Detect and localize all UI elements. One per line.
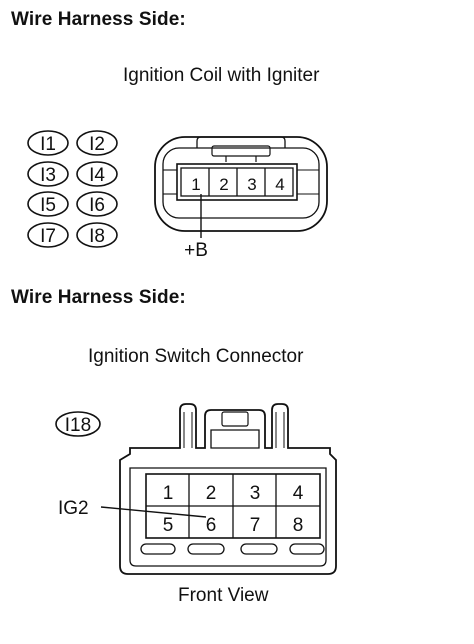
- switch-connector-slot-3: [240, 543, 278, 555]
- coil-connector-inner-housing: [162, 147, 320, 219]
- switch-pin-8: 8: [293, 515, 304, 536]
- switch-pin-2: 2: [206, 483, 217, 504]
- section1-heading: Wire Harness Side:: [11, 9, 186, 30]
- badge-i2-label: I2: [89, 134, 105, 155]
- switch-pin-1: 1: [163, 483, 174, 504]
- switch-pin-3: 3: [250, 483, 261, 504]
- badge-i18-label: I18: [65, 415, 91, 436]
- switch-connector-badge: I18: [55, 411, 101, 437]
- badge-i4: I4: [76, 161, 118, 187]
- coil-connector-latch: [196, 136, 286, 148]
- badge-i1: I1: [27, 130, 69, 156]
- badge-i2: I2: [76, 130, 118, 156]
- front-view-label: Front View: [178, 585, 269, 606]
- section2-heading: Wire Harness Side:: [11, 287, 186, 308]
- badge-i3-label: I3: [40, 165, 56, 186]
- coil-connector-pins: 1 2 3 4: [191, 175, 284, 194]
- switch-connector-slot-2: [187, 543, 225, 555]
- ig2-label: IG2: [58, 498, 89, 519]
- badge-i5: I5: [27, 191, 69, 217]
- badge-i3: I3: [27, 161, 69, 187]
- switch-connector-outer-body: [119, 403, 337, 575]
- coil-connector-badges: I1 I2 I3 I4 I5 I6 I7 I8: [27, 130, 118, 248]
- badge-i4-label: I4: [89, 165, 105, 186]
- ig2-leader-line: [100, 506, 207, 518]
- switch-connector-slot-1: [140, 543, 176, 555]
- section1-connector-title: Ignition Coil with Igniter: [123, 65, 320, 86]
- badge-i7: I7: [27, 222, 69, 248]
- badge-i7-label: I7: [40, 226, 56, 247]
- coil-pin-3: 3: [247, 175, 256, 194]
- coil-pin-4: 4: [275, 175, 284, 194]
- badge-i6-label: I6: [89, 195, 105, 216]
- badge-i8: I8: [76, 222, 118, 248]
- switch-connector-pins: 1 2 3 4 5 6 7 8: [163, 483, 304, 536]
- switch-pin-4: 4: [293, 483, 304, 504]
- coil-pin-1: 1: [191, 175, 200, 194]
- switch-pin-5: 5: [163, 515, 174, 536]
- switch-connector-slot-4: [289, 543, 325, 555]
- badge-i1-label: I1: [40, 134, 56, 155]
- switch-connector-latch: [210, 429, 260, 449]
- switch-connector: [119, 403, 337, 575]
- badge-i6: I6: [76, 191, 118, 217]
- coil-pin-2: 2: [219, 175, 228, 194]
- coil-connector-latch-slot: [211, 145, 271, 157]
- plus-b-label: +B: [184, 240, 208, 261]
- switch-connector-inner-body: [129, 467, 327, 567]
- switch-connector-latch-tab: [221, 411, 249, 427]
- switch-pin-6: 6: [206, 515, 217, 536]
- switch-pin-7: 7: [250, 515, 261, 536]
- badge-i8-label: I8: [89, 226, 105, 247]
- coil-connector-pin-cavity: [176, 163, 298, 201]
- badge-i5-label: I5: [40, 195, 56, 216]
- section2-connector-title: Ignition Switch Connector: [88, 346, 304, 367]
- coil-connector: [154, 136, 328, 232]
